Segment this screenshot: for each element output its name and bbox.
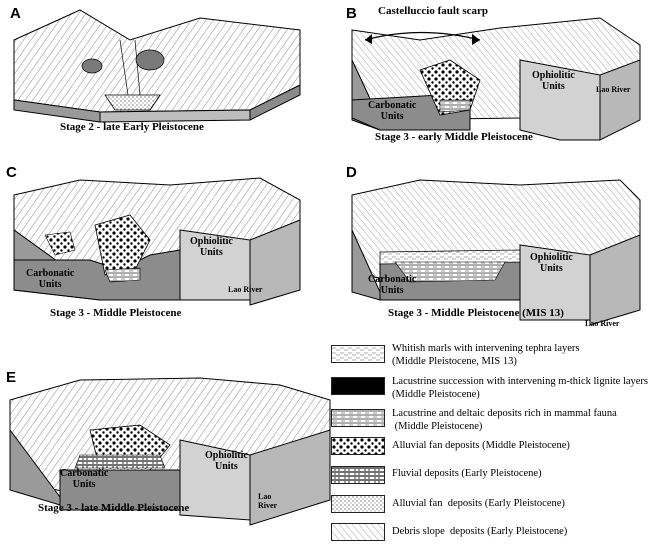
legend-swatch-fan-middle — [331, 437, 385, 455]
panel-b-ophiolitic-label: Ophiolitic Units — [532, 70, 575, 92]
panel-e-ophiolitic-label: Ophiolitic Units — [205, 450, 248, 472]
legend-swatch-fan-early — [331, 495, 385, 513]
panel-d-carbonatic-label: Carbonatic Units — [368, 274, 417, 296]
panel-a-block — [13, 9, 301, 123]
legend-swatch-marls — [331, 345, 385, 363]
panel-e-caption: Stage 3 - late Middle Pleistocene — [38, 502, 190, 514]
legend-text-lacustrine: Lacustrine and deltaic deposits rich in … — [392, 408, 617, 432]
panel-c-river-label: Lao River — [228, 285, 263, 294]
legend-text-fan-early: Alluvial fan deposits (Early Pleistocene… — [392, 498, 565, 509]
fault-scarp-label: Castelluccio fault scarp — [378, 5, 488, 17]
panel-b-caption: Stage 3 - early Middle Pleistocene — [375, 131, 533, 143]
panel-c-ophiolitic-label: Ophiolitic Units — [190, 236, 233, 258]
panel-b-river-label: Lao River — [596, 85, 631, 94]
panel-b-carbonatic-label: Carbonatic Units — [368, 100, 417, 122]
legend-swatch-debris — [331, 523, 385, 541]
panel-d-river-label: Lao River — [585, 319, 620, 328]
panel-a-letter: A — [10, 5, 21, 22]
panel-c-letter: C — [6, 164, 17, 181]
panel-d-letter: D — [346, 164, 357, 181]
panel-c-caption: Stage 3 - Middle Pleistocene — [50, 307, 182, 319]
legend-text-fluvial: Fluvial deposits (Early Pleistocene) — [392, 468, 542, 479]
panel-d-block — [351, 179, 641, 326]
panel-d-ophiolitic-label: Ophiolitic Units — [530, 252, 573, 274]
panel-d-caption: Stage 3 - Middle Pleistocene (MIS 13) — [388, 307, 564, 319]
panel-b-block — [351, 17, 641, 141]
legend-text-marls: Whitish marls with intervening tephra la… — [392, 343, 580, 367]
panel-a-caption: Stage 2 - late Early Pleistocene — [60, 121, 204, 133]
legend-text-fan-middle: Alluvial fan deposits (Middle Pleistocen… — [392, 440, 570, 451]
panel-e-river-label: Lao River — [258, 492, 278, 510]
panel-e-carbonatic-label: Carbonatic Units — [60, 468, 109, 490]
legend-swatch-lacustrine — [331, 409, 385, 427]
legend-swatch-lignite — [331, 377, 385, 395]
legend-text-lignite: Lacustrine succession with intervening m… — [392, 376, 648, 400]
panel-c-carbonatic-label: Carbonatic Units — [26, 268, 75, 290]
panel-e-block — [9, 377, 331, 526]
legend-text-debris: Debris slope deposits (Early Pleistocene… — [392, 526, 568, 537]
panel-e-letter: E — [6, 369, 17, 386]
panel-b-letter: B — [346, 5, 357, 22]
panel-c-block — [13, 177, 301, 306]
legend-swatch-fluvial — [331, 466, 385, 484]
